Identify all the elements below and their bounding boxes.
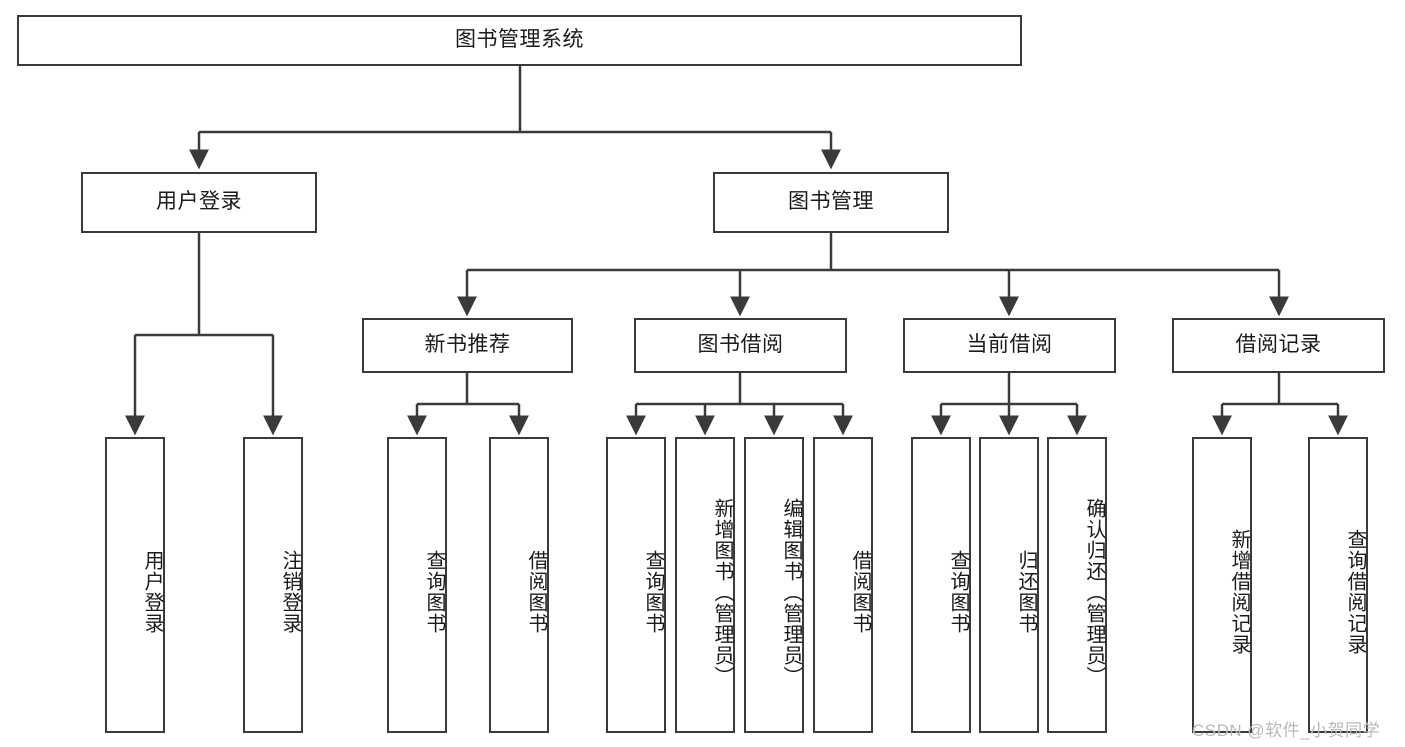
- leaf-borrow-query-book[interactable]: 查询图书: [606, 437, 666, 733]
- node-book-borrow-label: 图书借阅: [697, 333, 784, 357]
- leaf-current-query-book-label: 查询图书: [947, 550, 969, 634]
- leaf-current-confirm-return-admin-label: 确认归还（管理员）: [1083, 497, 1105, 687]
- node-new-book-recommend-label: 新书推荐: [424, 333, 511, 357]
- leaf-borrow-borrow-book-label: 借阅图书: [849, 550, 871, 634]
- leaf-logout[interactable]: 注销登录: [243, 437, 303, 733]
- leaf-current-return-book[interactable]: 归还图书: [979, 437, 1039, 733]
- leaf-current-return-book-label: 归还图书: [1015, 550, 1037, 634]
- leaf-recommend-borrow-book[interactable]: 借阅图书: [489, 437, 549, 733]
- leaf-record-add-record[interactable]: 新增借阅记录: [1192, 437, 1252, 733]
- leaf-record-query-record-label: 查询借阅记录: [1344, 529, 1366, 655]
- node-book-borrow[interactable]: 图书借阅: [634, 318, 847, 373]
- leaf-record-add-record-label: 新增借阅记录: [1228, 529, 1250, 655]
- leaf-current-confirm-return-admin[interactable]: 确认归还（管理员）: [1047, 437, 1107, 733]
- node-user-login-label: 用户登录: [156, 190, 242, 214]
- node-borrow-record[interactable]: 借阅记录: [1172, 318, 1385, 373]
- node-current-borrow-label: 当前借阅: [966, 333, 1053, 357]
- leaf-borrow-borrow-book[interactable]: 借阅图书: [813, 437, 873, 733]
- node-book-manage[interactable]: 图书管理: [713, 172, 949, 233]
- leaf-recommend-borrow-book-label: 借阅图书: [525, 550, 547, 634]
- leaf-borrow-edit-book-admin[interactable]: 编辑图书（管理员）: [744, 437, 804, 733]
- node-borrow-record-label: 借阅记录: [1235, 333, 1322, 357]
- leaf-borrow-add-book-admin[interactable]: 新增图书（管理员）: [675, 437, 735, 733]
- leaf-borrow-edit-book-admin-label: 编辑图书（管理员）: [780, 497, 802, 687]
- node-new-book-recommend[interactable]: 新书推荐: [362, 318, 573, 373]
- leaf-recommend-query-book[interactable]: 查询图书: [387, 437, 447, 733]
- node-root-label: 图书管理系统: [455, 28, 584, 52]
- node-current-borrow[interactable]: 当前借阅: [903, 318, 1116, 373]
- node-book-manage-label: 图书管理: [788, 190, 874, 214]
- node-user-login[interactable]: 用户登录: [81, 172, 317, 233]
- leaf-borrow-add-book-admin-label: 新增图书（管理员）: [711, 497, 733, 687]
- node-root[interactable]: 图书管理系统: [17, 15, 1022, 66]
- leaf-user-login-label: 用户登录: [141, 550, 163, 634]
- leaf-current-query-book[interactable]: 查询图书: [911, 437, 971, 733]
- leaf-recommend-query-book-label: 查询图书: [423, 550, 445, 634]
- leaf-user-login[interactable]: 用户登录: [105, 437, 165, 733]
- leaf-logout-label: 注销登录: [279, 550, 301, 634]
- leaf-record-query-record[interactable]: 查询借阅记录: [1308, 437, 1368, 733]
- leaf-borrow-query-book-label: 查询图书: [642, 550, 664, 634]
